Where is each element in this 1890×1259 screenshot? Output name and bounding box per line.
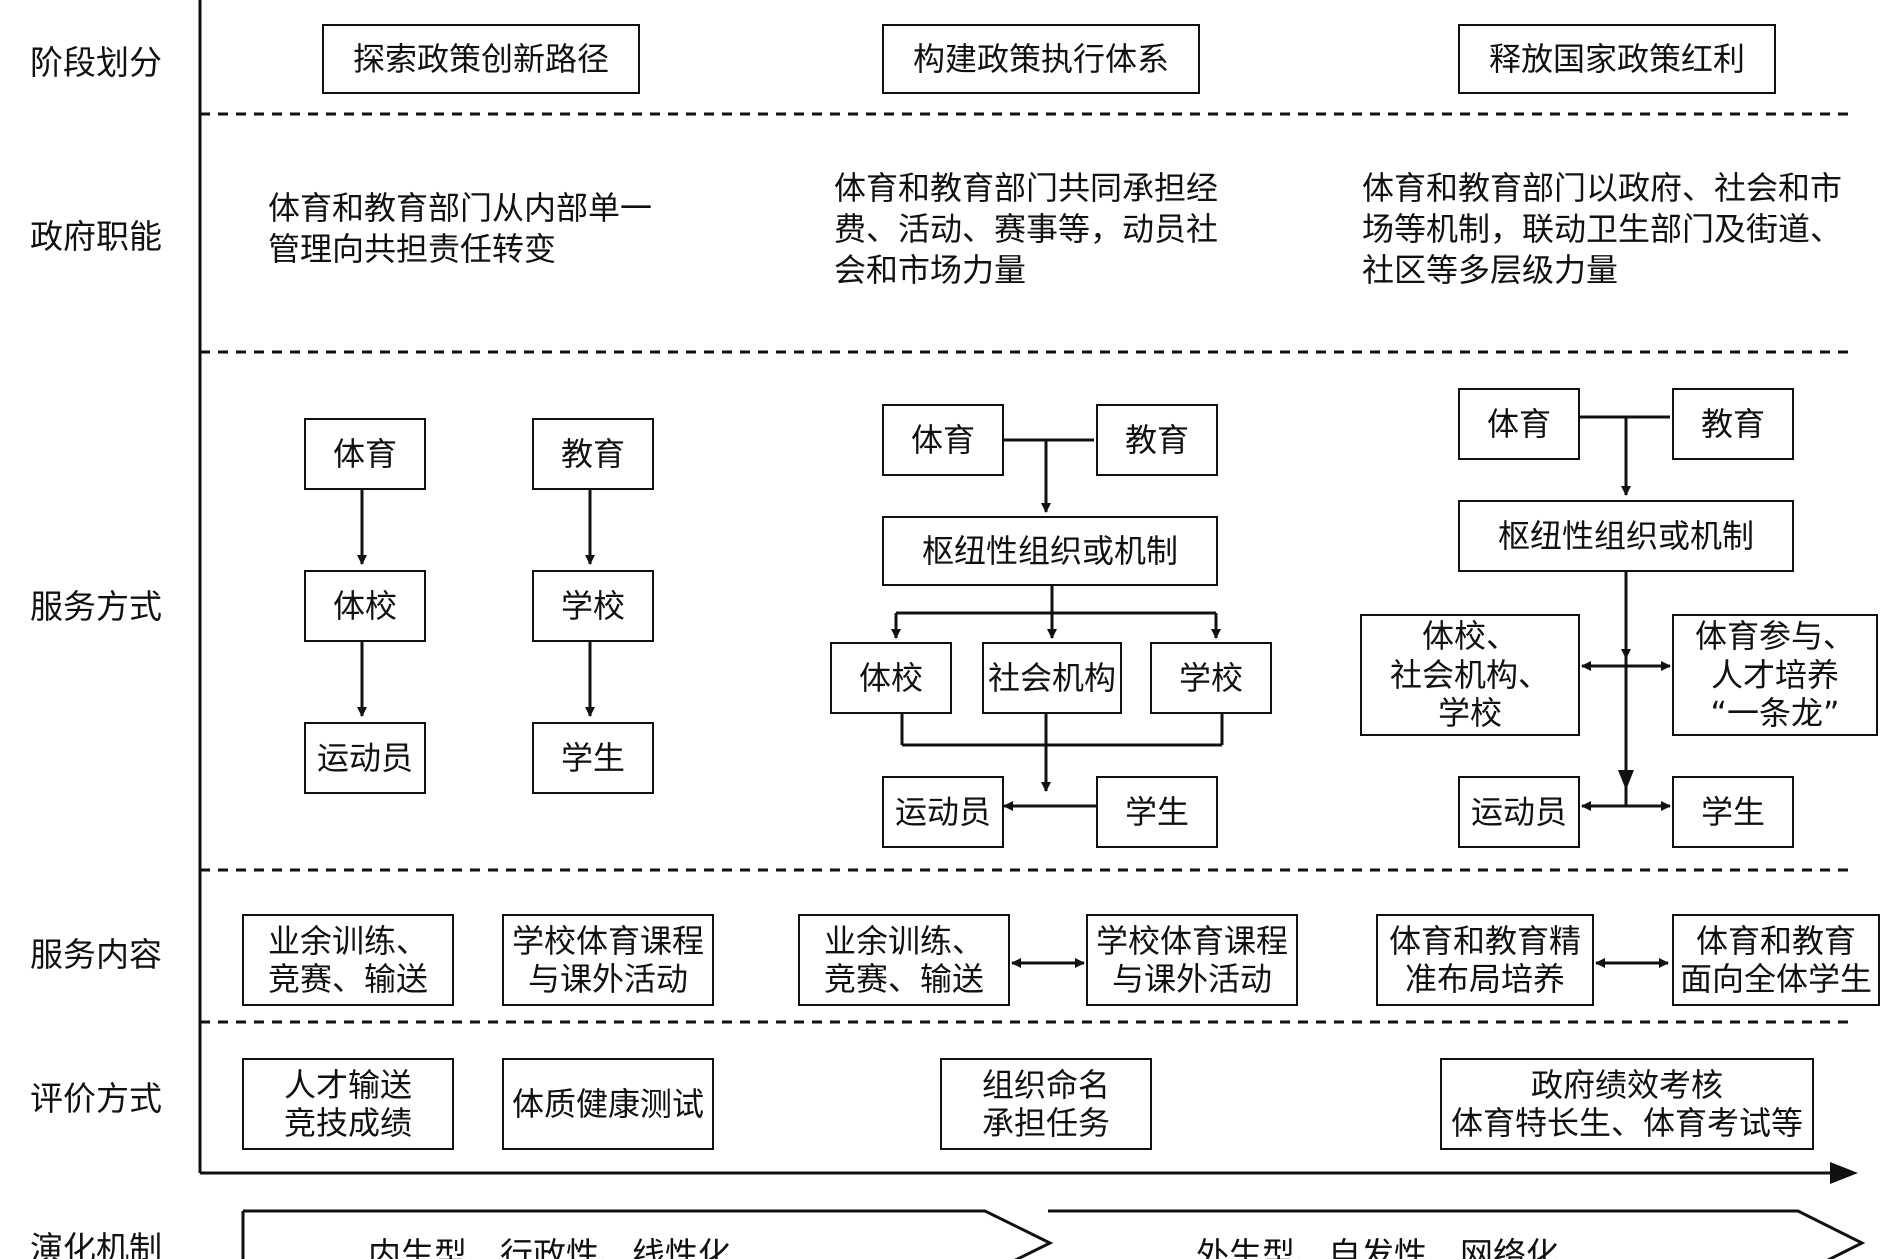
row-label-stage: 阶段划分 [30, 43, 162, 82]
onestop-box: 体育参与、 人才培养 “一条龙” [1672, 614, 1878, 736]
school-box: 学校 [532, 570, 654, 642]
sport-school-box: 体校 [304, 570, 426, 642]
athlete-box: 运动员 [1458, 776, 1580, 848]
eval-box-fitness-test: 体质健康测试 [502, 1058, 714, 1150]
orgs-box: 体校、 社会机构、 学校 [1360, 614, 1580, 736]
function-text-2: 体育和教育部门共同承担经 费、活动、赛事等，动员社 会和市场力量 [834, 169, 1219, 289]
stage-box-2: 构建政策执行体系 [882, 24, 1200, 94]
student-box: 学生 [1096, 776, 1218, 848]
athlete-box: 运动员 [882, 776, 1004, 848]
content-box-school-pe: 学校体育课程 与课外活动 [1086, 914, 1298, 1006]
eval-box-talent: 人才输送 竞技成绩 [242, 1058, 454, 1150]
sport-box: 体育 [304, 418, 426, 490]
education-box: 教育 [1672, 388, 1794, 460]
content-box-training: 业余训练、 竞赛、输送 [798, 914, 1010, 1006]
row-label-evaluation: 评价方式 [30, 1079, 162, 1118]
hub-box: 枢纽性组织或机制 [1458, 500, 1794, 572]
content-box-training: 业余训练、 竞赛、输送 [242, 914, 454, 1006]
education-box: 教育 [532, 418, 654, 490]
row-label-service-content: 服务内容 [30, 935, 162, 974]
sport-box: 体育 [1458, 388, 1580, 460]
school-box: 学校 [1150, 642, 1272, 714]
time-axis-arrowhead [1830, 1162, 1858, 1184]
sport-box: 体育 [882, 404, 1004, 476]
evolution-label-2: 外生型、自发性、网络化 [1196, 1235, 1559, 1259]
student-box: 学生 [532, 722, 654, 794]
row-label-evolution: 演化机制 [30, 1229, 162, 1259]
stage-box-3: 释放国家政策红利 [1458, 24, 1776, 94]
function-text-1: 体育和教育部门从内部单一 管理向共担责任转变 [268, 189, 653, 268]
row-label-service-mode: 服务方式 [30, 587, 162, 626]
content-box-school-pe: 学校体育课程 与课外活动 [502, 914, 714, 1006]
row-label-function: 政府职能 [30, 217, 162, 256]
eval-box-naming: 组织命名 承担任务 [940, 1058, 1152, 1150]
row-separators [200, 112, 1850, 1024]
content-box-precise-layout: 体育和教育精 准布局培养 [1376, 914, 1594, 1006]
function-text-3: 体育和教育部门以政府、社会和市 场等机制，联动卫生部门及街道、 社区等多层级力量 [1362, 169, 1843, 289]
evolution-arrow-2 [1048, 1209, 1866, 1259]
content-box-all-students: 体育和教育 面向全体学生 [1672, 914, 1880, 1006]
education-box: 教育 [1096, 404, 1218, 476]
student-box: 学生 [1672, 776, 1794, 848]
evolution-label-1: 内生型、行政性、线性化 [368, 1235, 731, 1259]
social-org-box: 社会机构 [982, 642, 1122, 714]
athlete-box: 运动员 [304, 722, 426, 794]
sport-school-box: 体校 [830, 642, 952, 714]
hub-box: 枢纽性组织或机制 [882, 516, 1218, 586]
evolution-arrow-1 [243, 1209, 1054, 1259]
eval-box-performance: 政府绩效考核 体育特长生、体育考试等 [1440, 1058, 1814, 1150]
stage-box-1: 探索政策创新路径 [322, 24, 640, 94]
